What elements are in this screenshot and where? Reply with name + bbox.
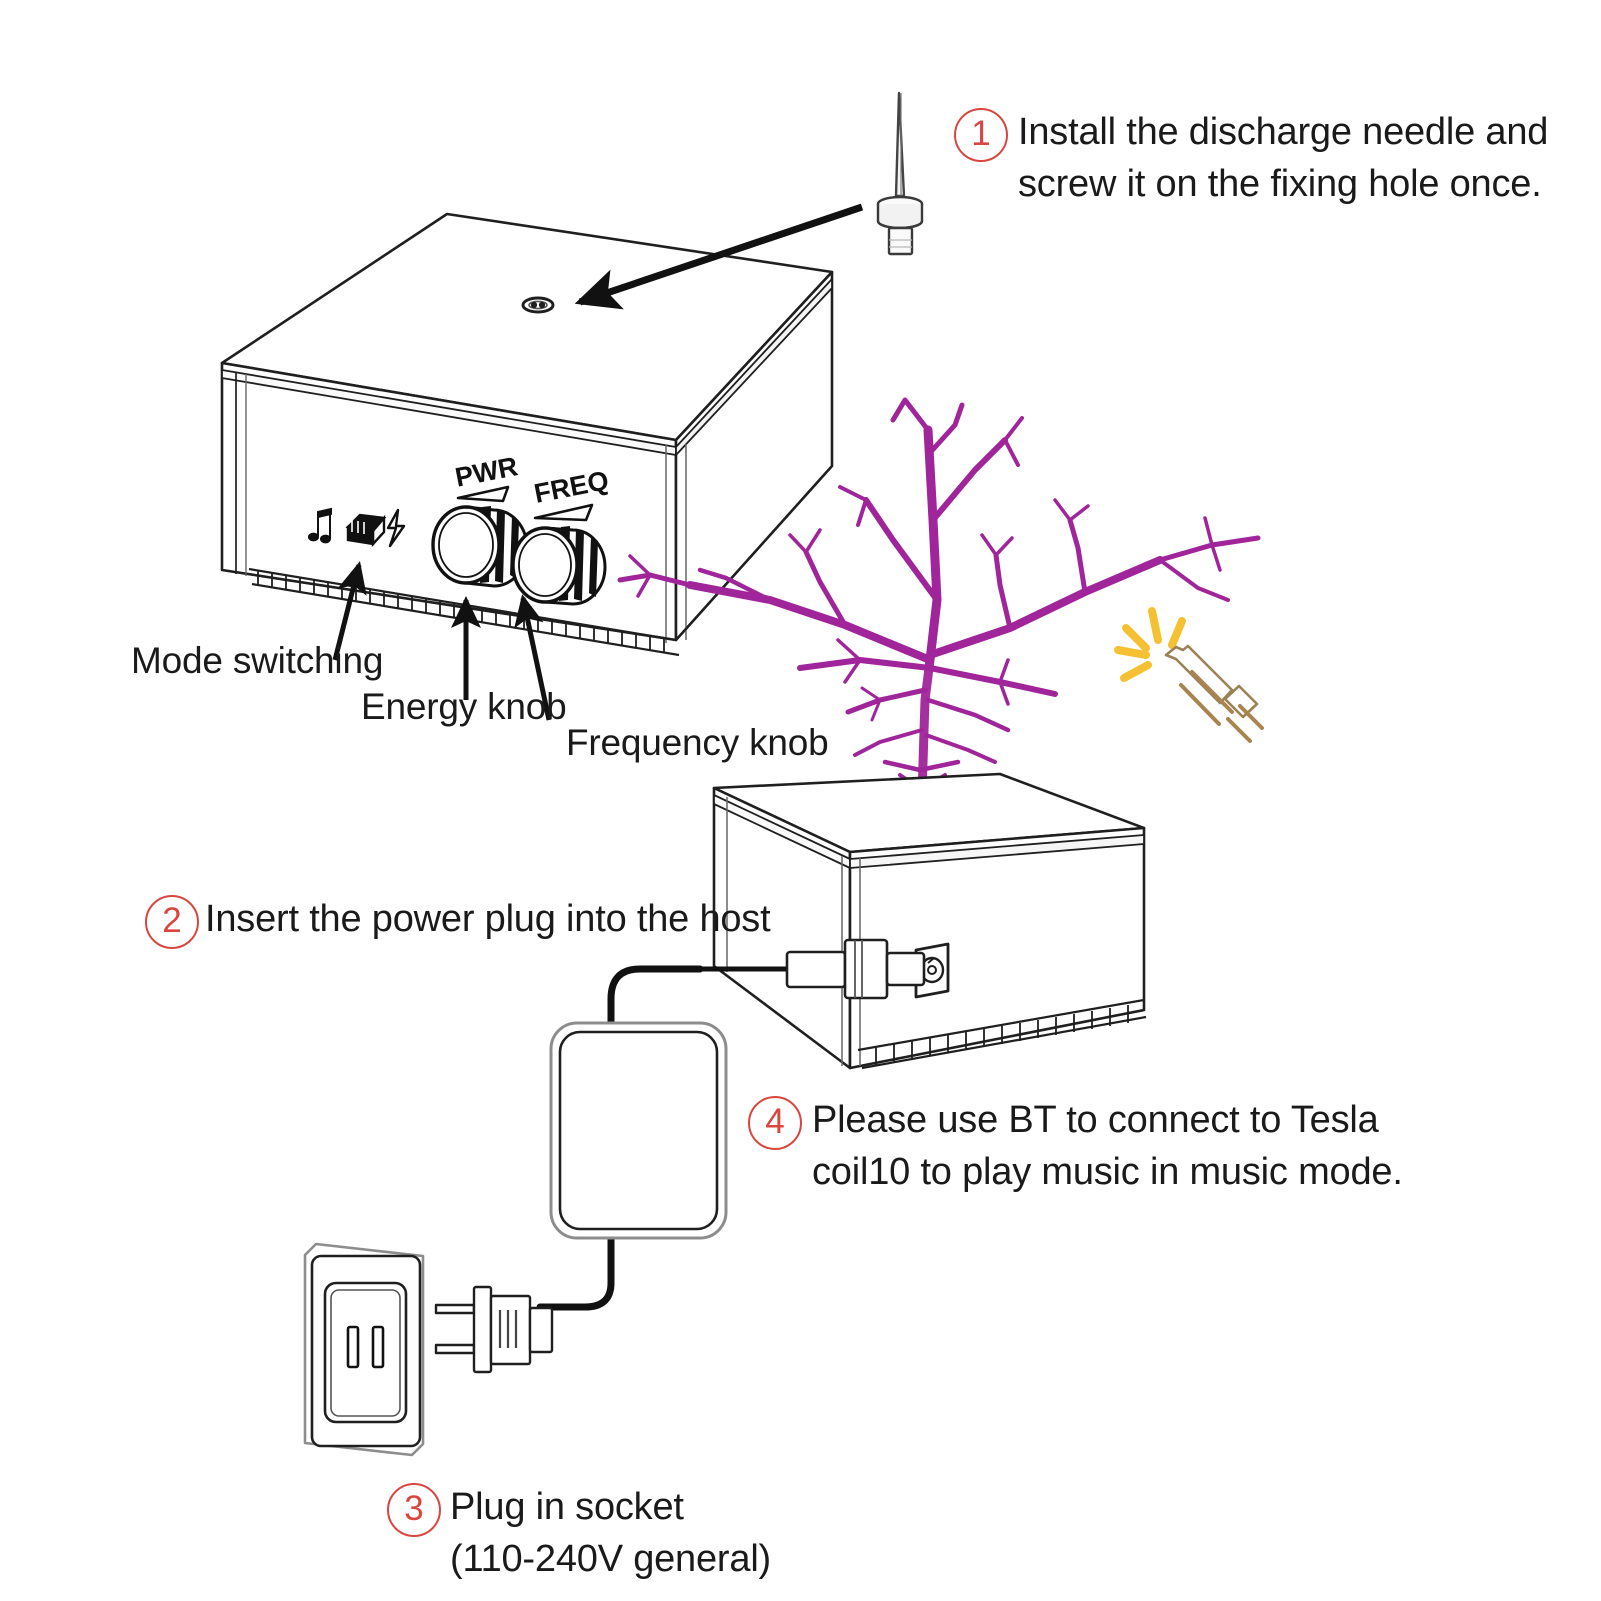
tesla-coil-host-upper	[220, 212, 834, 657]
step-4-line-1: Please use BT to connect to Tesla	[812, 1099, 1379, 1141]
energy-knob[interactable]	[431, 505, 529, 588]
step-1-line-2: screw it on the fixing hole once.	[1018, 163, 1542, 205]
step-4-line-2: coil10 to play music in music mode.	[812, 1151, 1403, 1193]
callout-leader-lines	[332, 561, 552, 721]
step-number-3: 3	[387, 1483, 441, 1537]
neon-glow-lamp	[1114, 607, 1264, 743]
step-3-line-1: Plug in socket	[450, 1486, 684, 1528]
step-2-line-1: Insert the power plug into the host	[205, 898, 771, 940]
lightning-bolt-icon	[386, 508, 406, 548]
step-number-4: 4	[748, 1096, 802, 1150]
tesla-coil-host-lower	[712, 772, 1147, 1070]
step-1-line-1: Install the discharge needle and	[1018, 111, 1549, 153]
callout-mode-switching: Mode switching	[131, 640, 384, 681]
step-number-1: 1	[954, 108, 1008, 162]
wall-socket	[303, 1242, 425, 1457]
discharge-needle	[876, 91, 924, 256]
fixing-hole-icon	[521, 296, 555, 314]
plasma-discharge	[617, 397, 1261, 834]
needle-install-arrow	[574, 203, 864, 310]
mode-icons-group	[308, 507, 406, 548]
step-3-line-2: (110-240V general)	[450, 1538, 772, 1580]
two-prong-plug	[434, 1285, 554, 1374]
glow-rays-icon	[1114, 607, 1186, 682]
callout-frequency-knob: Frequency knob	[566, 722, 829, 763]
slide-switch-icon	[345, 513, 387, 548]
frequency-knob[interactable]	[511, 526, 607, 606]
step-number-2: 2	[145, 895, 199, 949]
power-adapter-brick	[549, 1021, 728, 1240]
music-note-icon	[308, 507, 332, 544]
knob-indicator-marks	[456, 485, 594, 522]
dc-barrel-plug	[700, 938, 926, 1000]
callout-energy-knob: Energy knob	[361, 686, 567, 727]
